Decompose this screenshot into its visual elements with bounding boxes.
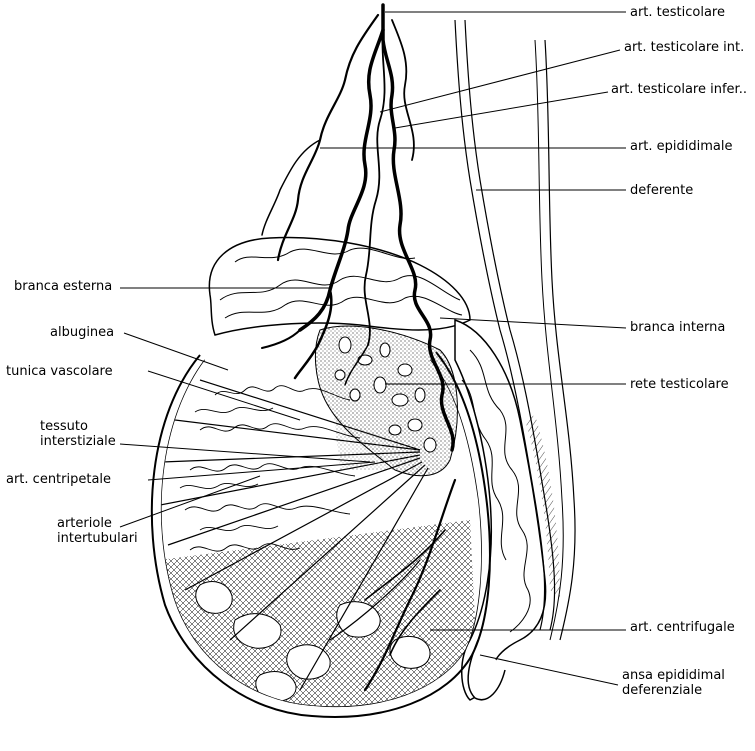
epididymis-head — [208, 236, 471, 336]
label-albuginea: albuginea — [50, 325, 115, 340]
label-art-epididimale: art. epididimale — [630, 139, 733, 154]
leader-lines — [119, 11, 627, 686]
deferente-tube — [454, 19, 546, 631]
label-tessuto-interstiziale: tessuto interstiziale — [40, 419, 116, 449]
testis-outer — [150, 351, 491, 718]
label-branca-interna: branca interna — [630, 320, 726, 335]
label-rete-testicolare: rete testicolare — [630, 377, 729, 392]
label-ansa-epididimal-deferenziale: ansa epididimal deferenziale — [622, 668, 725, 698]
label-art-testicolare-int: art. testicolare int. — [624, 40, 745, 55]
arteries — [261, 3, 457, 692]
label-art-testicolare-infer: art. testicolare infer.. — [611, 82, 747, 97]
label-art-centripetale: art. centripetale — [6, 472, 112, 487]
label-deferente: deferente — [630, 183, 694, 198]
label-branca-esterna: branca esterna — [14, 279, 113, 294]
label-tunica-vascolare: tunica vascolare — [6, 364, 113, 379]
label-art-centrifugale: art. centrifugale — [630, 620, 735, 635]
label-arteriole-intertubulari: arteriole intertubulari — [57, 516, 138, 546]
rete-testis — [315, 325, 458, 477]
label-art-testicolare: art. testicolare — [630, 5, 725, 20]
